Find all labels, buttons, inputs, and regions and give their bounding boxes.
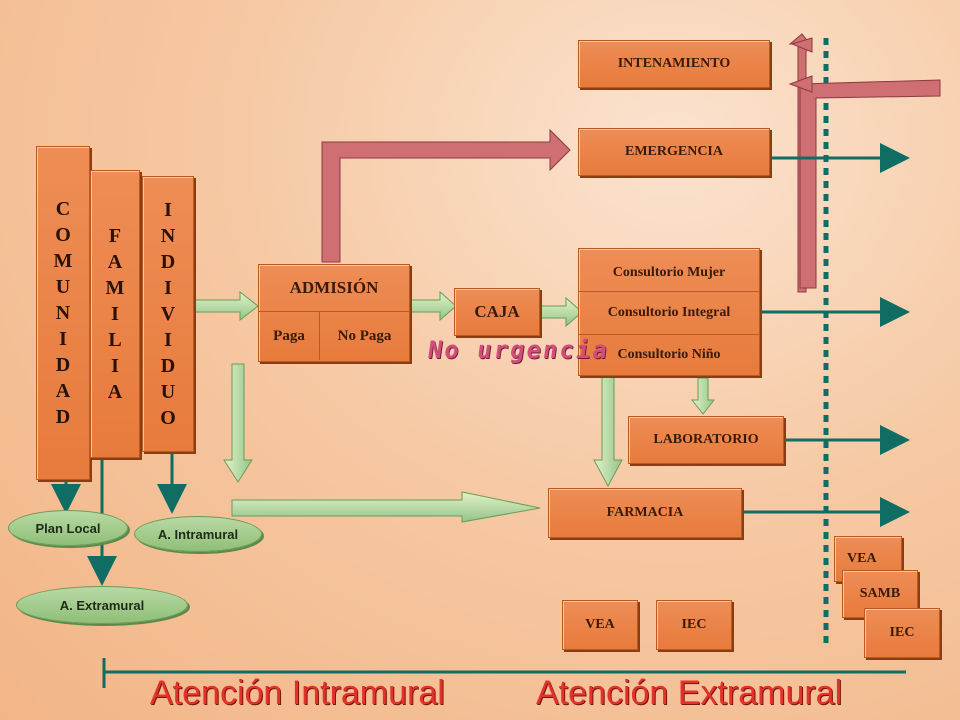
vea-center-box: VEA <box>562 600 638 650</box>
green-arrow-to-admision <box>193 290 259 322</box>
admision-options: Paga No Paga <box>259 311 409 360</box>
footer-extramural: Atención Extramural <box>536 674 843 712</box>
green-arrow-down-to-laboratorio <box>690 377 716 415</box>
consultorios-box: Consultorio Mujer Consultorio Integral C… <box>578 248 760 376</box>
admision-box: ADMISIÓN Paga No Paga <box>258 264 410 362</box>
green-arrow-down-to-farmacia <box>593 375 623 488</box>
a-extramural-oval: A. Extramural <box>16 586 188 624</box>
iec-right-box: IEC <box>864 608 940 658</box>
paga-label: Paga <box>259 312 320 360</box>
consultorio-integral: Consultorio Integral <box>579 291 759 335</box>
farmacia-box: FARMACIA <box>548 488 742 538</box>
iec-center-box: IEC <box>656 600 732 650</box>
green-arrow-down-from-admision <box>223 363 253 483</box>
consultorio-nino: Consultorio Niño <box>617 347 721 362</box>
no-urgencia-annotation: No urgencia <box>426 336 611 364</box>
emergencia-box: EMERGENCIA <box>578 128 770 176</box>
consultorio-mujer: Consultorio Mujer <box>612 265 726 280</box>
laboratorio-box: LABORATORIO <box>628 416 784 464</box>
green-arrow-to-consultorios <box>539 296 583 328</box>
caja-box: CAJA <box>454 288 540 336</box>
no-paga-label: No Paga <box>337 328 392 344</box>
plan-local-oval: Plan Local <box>8 510 128 546</box>
admision-title: ADMISIÓN <box>289 278 379 297</box>
green-arrow-to-caja <box>407 290 457 322</box>
footer-intramural: Atención Intramural <box>150 674 445 712</box>
a-intramural-oval: A. Intramural <box>134 516 262 552</box>
pink-arrow-internment <box>788 33 941 293</box>
internamiento-box: INTENAMIENTO <box>578 40 770 88</box>
green-arrow-to-farmacia <box>231 491 541 523</box>
pink-arrow-emergency <box>321 128 571 263</box>
